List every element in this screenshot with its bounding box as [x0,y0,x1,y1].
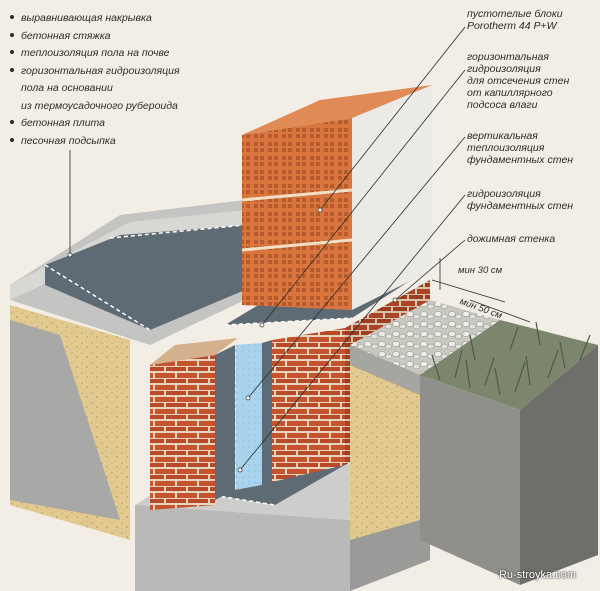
grass-front [420,375,520,585]
block-course-2 [241,238,353,252]
label-floor-insulation: теплоизоляция пола на почве [8,45,180,63]
bullet-icon [10,50,14,55]
grass-top [420,320,598,410]
watermark: Ru-stroyka.com [498,569,576,581]
label-foundation-waterproofing: гидроизоляция фундаментных стен [467,188,574,212]
label-horizontal-waterproofing-line2: пола на основании [21,82,113,94]
pressing-wall-top [150,338,238,365]
label-hollow-blocks: пустотелые блоки Porotherm 44 P+W [467,8,563,32]
foundation-wall-front [272,328,345,482]
bullet-icon [10,15,14,20]
leader-lines [69,26,466,471]
bullet-icon [10,32,14,37]
vertical-insulation [235,343,262,490]
leader-dots [67,207,398,473]
bullet-icon [10,120,14,125]
label-concrete-screed: бетонная стяжка [8,28,180,46]
gravel-bed [350,300,500,375]
label-sand-bedding: песочная подсыпка [8,133,180,151]
vertical-waterproofing [215,345,235,500]
block-wall-top [242,85,432,135]
block-course-1 [241,188,353,202]
label-concrete-slab: бетонная плита [8,115,180,133]
floor-waterproofing [45,225,245,330]
label-horizontal-waterproofing-line3: из термоусадочного рубероида [21,99,178,112]
grass-side [520,345,598,585]
bullet-icon [10,67,14,72]
grass-blades [431,321,591,396]
dimension-min-30: мин 30 см [458,265,503,276]
left-label-list: выравнивающая накрывка бетонная стяжка т… [8,10,180,150]
block-wall-side [352,85,432,310]
floor-membrane-edge-2 [109,224,246,239]
block-wall-front [242,118,352,310]
foundation-footing-front [135,505,350,591]
pressing-wall-front [150,355,215,510]
sand-fill-right [350,365,420,540]
bullet-icon [10,137,14,142]
concrete-base-left [10,320,120,520]
label-wall-damp-course: горизонтальная гидроизоляция для отсечен… [467,51,570,111]
label-horizontal-waterproofing: горизонтальная гидроизоляция [8,63,180,81]
vertical-waterproofing-right [262,340,272,485]
dimension-lines [431,258,531,323]
horiz-membrane-edge [224,317,353,326]
label-leveling-layer: выравнивающая накрывка [8,10,180,28]
label-pressing-wall: дожимная стенка [467,233,556,245]
gravel-side [350,345,420,395]
label-vertical-insulation: вертикальная теплоизоляция фундаментных … [467,130,574,166]
